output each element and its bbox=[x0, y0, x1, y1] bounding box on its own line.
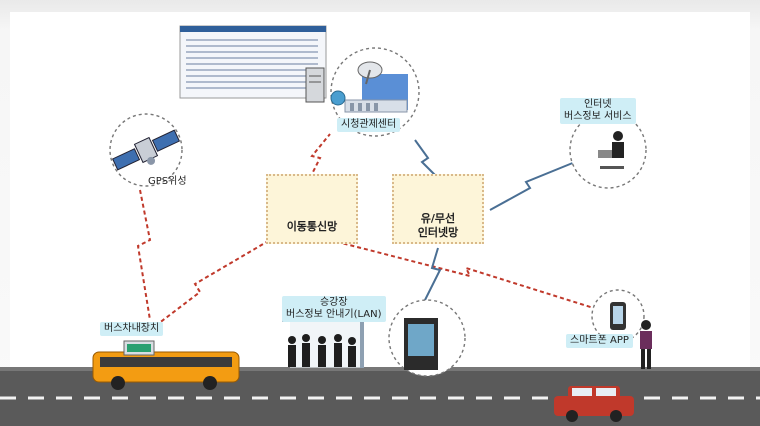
internet-network-label-line2: 인터넷망 bbox=[417, 226, 459, 239]
link-gps-bus bbox=[136, 189, 152, 321]
bus-onboard-device-label: 버스차내장치 bbox=[100, 322, 164, 336]
smartphone-user-icon bbox=[640, 320, 652, 369]
internet-service-label-line2: 버스정보 서비스 bbox=[564, 111, 632, 122]
internet-network-box: 유/무선 인터넷망 bbox=[392, 174, 484, 244]
server-icon bbox=[305, 67, 325, 103]
bus-info-display-icon bbox=[404, 318, 438, 370]
gps-satellite-label: GPS위성 bbox=[148, 176, 187, 187]
bus-stop-label: 승강장 버스정보 안내기(LAN) bbox=[282, 296, 386, 322]
smartphone-icon bbox=[610, 302, 626, 330]
link-internet-service bbox=[489, 159, 581, 211]
mobile-network-box: 이동통신망 bbox=[266, 174, 358, 244]
wireless-links bbox=[136, 133, 601, 331]
car-icon bbox=[554, 386, 634, 422]
waiting-passengers-icon bbox=[288, 334, 356, 367]
link-mobile-net-smartphone bbox=[329, 239, 601, 311]
satellite-dish-icon bbox=[357, 61, 383, 85]
internet-service-label-line1: 인터넷 bbox=[583, 99, 612, 110]
wired-links bbox=[414, 139, 581, 311]
link-mobile-net-control bbox=[309, 133, 331, 179]
mobile-network-label: 이동통신망 bbox=[286, 220, 338, 233]
link-internet-busstop bbox=[419, 247, 442, 311]
control-center-label: 시청관제센터 bbox=[337, 118, 401, 132]
bus-stop-label-line2: 버스정보 안내기(LAN) bbox=[286, 309, 382, 320]
internet-network-label-line1: 유/무선 bbox=[420, 212, 456, 225]
smartphone-app-label: 스마트폰 APP bbox=[566, 334, 633, 348]
monitoring-screen-image bbox=[179, 25, 327, 99]
link-bus-mobile-net bbox=[149, 239, 271, 331]
link-control-internet bbox=[414, 139, 439, 179]
internet-service-label: 인터넷 버스정보 서비스 bbox=[560, 98, 636, 124]
bus-stop-label-line1: 승강장 bbox=[319, 297, 348, 308]
laptop-user-icon bbox=[598, 131, 624, 169]
globe-icon bbox=[330, 90, 346, 106]
gps-satellite-icon bbox=[111, 129, 181, 171]
control-center-building-icon bbox=[344, 74, 408, 113]
bus-icon bbox=[92, 340, 240, 390]
